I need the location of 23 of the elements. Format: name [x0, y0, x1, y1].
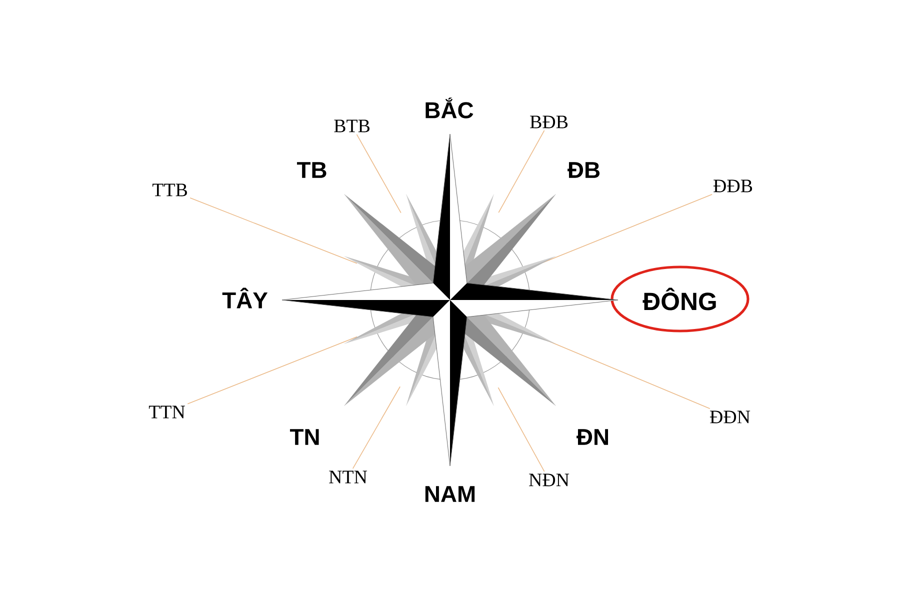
- direction-label: ĐĐN: [710, 410, 750, 424]
- leader-line: [187, 336, 358, 404]
- direction-label: TTB: [152, 184, 187, 196]
- leader-line: [352, 386, 400, 469]
- direction-label: ĐN: [576, 429, 608, 445]
- direction-label: BĐB: [530, 116, 568, 128]
- leader-line: [498, 130, 545, 213]
- direction-label: BẮC: [426, 98, 474, 118]
- direction-label: BTB: [334, 120, 370, 132]
- direction-label: TÂY: [222, 288, 268, 308]
- direction-label: TTN: [148, 406, 185, 418]
- leader-line: [190, 197, 358, 264]
- direction-label: NTN: [329, 470, 368, 484]
- direction-label: TB: [296, 162, 326, 178]
- direction-label: ĐB: [568, 162, 600, 178]
- direction-label: NAM: [425, 486, 475, 502]
- direction-label: ĐĐB: [714, 180, 752, 192]
- direction-label: TN: [290, 429, 319, 445]
- direction-label: NĐN: [529, 474, 570, 486]
- leader-line: [542, 194, 712, 264]
- leader-line: [356, 134, 402, 214]
- circled-label: ĐÔNG: [610, 266, 750, 332]
- leader-line: [498, 387, 545, 472]
